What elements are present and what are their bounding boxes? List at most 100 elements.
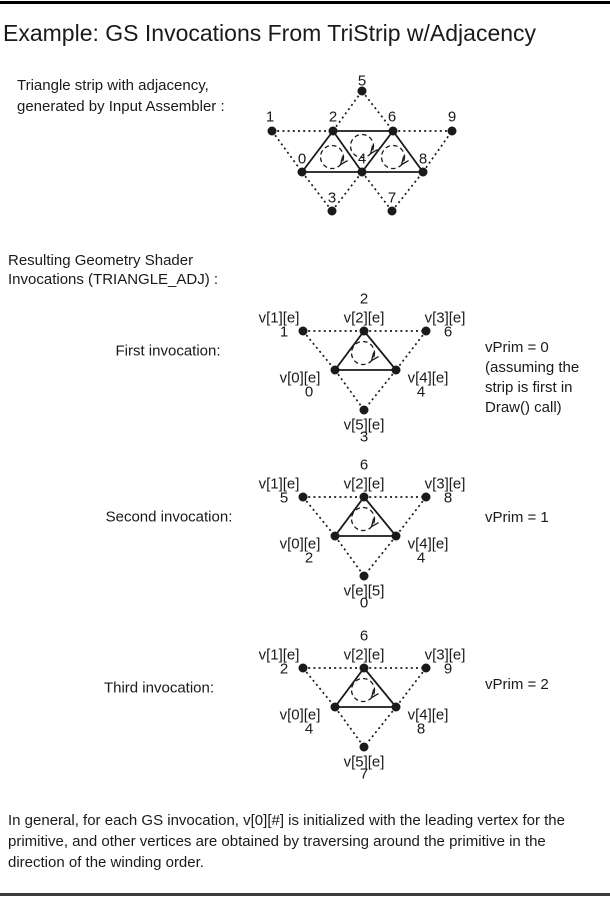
footer-line-1: In general, for each GS invocation, v[0]… (8, 812, 565, 829)
register-label: v[4][e] (407, 535, 449, 553)
register-label: v[1][e] (258, 309, 300, 327)
register-label: v[2][e] (343, 475, 385, 493)
footer-line-3: direction of the winding order. (8, 854, 204, 871)
vertex-index: 1 (279, 323, 289, 341)
vertex-index: 8 (443, 489, 453, 507)
intro-line-1: Triangle strip with adjacency, (17, 77, 209, 94)
invocation-diagram-2: 6 v[1][e] 5 v[2][e] v[3][e] 8 v[0][e] 2 … (250, 457, 470, 617)
strip-vertex-label: 2 (328, 108, 338, 126)
edge-dotted (271, 130, 303, 173)
vertex-index: 0 (304, 383, 314, 401)
footer-paragraph: In general, for each GS invocation, v[0]… (8, 810, 565, 873)
tristrip-adjacency-diagram: 5 1 2 6 9 0 4 8 3 7 (250, 70, 480, 230)
vprim-note-2: vPrim = 1 (485, 508, 549, 528)
vertex-index: 3 (359, 428, 369, 446)
strip-vertex-label: 4 (357, 150, 367, 168)
register-label: v[3][e] (424, 475, 466, 493)
register-label: v[e][5] (343, 582, 385, 600)
top-rule (0, 1, 610, 4)
register-label: v[0][e] (279, 369, 321, 387)
vertex-index: 4 (416, 549, 426, 567)
vertex-dot (387, 206, 397, 216)
strip-vertex-label: 7 (387, 189, 397, 207)
register-label: v[0][e] (279, 535, 321, 553)
edge-dotted (332, 90, 363, 132)
invocation-label-3: Third invocation: (103, 679, 215, 697)
vertex-dot (297, 167, 307, 177)
vertex-index: 0 (359, 594, 369, 612)
register-label: v[1][e] (258, 475, 300, 493)
winding-order-circle-icon (380, 144, 410, 170)
vertex-index: 7 (359, 765, 369, 783)
vertex-dot (327, 206, 337, 216)
strip-vertex-label: 0 (297, 150, 307, 168)
edge-solid (332, 130, 363, 173)
vprim-note-line: Draw() call) (485, 399, 562, 416)
register-label: v[1][e] (258, 646, 300, 664)
strip-solid-edges (301, 130, 424, 173)
vprim-note-1: vPrim = 0 (assuming the strip is first i… (485, 338, 579, 418)
vertex-index: 6 (359, 627, 369, 645)
edge-solid (392, 130, 424, 173)
vertex-dot (357, 86, 367, 96)
intro-text: Triangle strip with adjacency, generated… (17, 75, 225, 117)
strip-vertex-label: 3 (327, 189, 337, 207)
strip-vertex-label: 9 (447, 108, 457, 126)
section-line-1: Resulting Geometry Shader (8, 252, 194, 269)
vertex-dot (267, 126, 277, 136)
invocation-label-2: Second invocation: (105, 508, 233, 526)
vertex-index: 2 (359, 290, 369, 308)
strip-vertex-label: 8 (418, 150, 428, 168)
invocation-diagram-1: 2 v[1][e] 1 v[2][e] v[3][e] 6 v[0][e] 0 … (250, 291, 470, 451)
edge-dotted (422, 130, 453, 173)
register-label: v[2][e] (343, 646, 385, 664)
register-label: v[5][e] (343, 416, 385, 434)
vertex-dot (357, 167, 367, 177)
vertex-index: 8 (416, 720, 426, 738)
vprim-note-3: vPrim = 2 (485, 675, 549, 695)
vertex-index: 5 (279, 489, 289, 507)
strip-vertex-label: 5 (357, 72, 367, 90)
vertex-index: 4 (416, 383, 426, 401)
vprim-value: vPrim = 2 (485, 676, 549, 693)
register-label: v[5][e] (343, 753, 385, 771)
edge-solid (301, 130, 334, 173)
vertex-index: 4 (304, 720, 314, 738)
register-label: v[2][e] (343, 309, 385, 327)
vprim-note-line: strip is first in (485, 379, 573, 396)
invocation-label-1: First invocation: (115, 342, 221, 360)
vprim-note-line: (assuming the (485, 359, 580, 376)
footer-line-2: primitive, and other vertices are obtain… (8, 833, 546, 850)
invocation-diagram-3: 6 v[1][e] 2 v[2][e] v[3][e] 9 v[0][e] 4 … (250, 628, 470, 788)
section-heading: Resulting Geometry Shader Invocations (T… (8, 251, 218, 289)
register-label: v[4][e] (407, 706, 449, 724)
vertex-dot (418, 167, 428, 177)
intro-line-2: generated by Input Assembler : (17, 98, 225, 115)
vertex-index: 9 (443, 660, 453, 678)
vprim-value: vPrim = 0 (485, 339, 549, 356)
vertex-index: 2 (279, 660, 289, 678)
vertex-index: 2 (304, 549, 314, 567)
strip-vertex-label: 1 (265, 108, 275, 126)
vertex-index: 6 (359, 456, 369, 474)
strip-vertex-dots (267, 86, 457, 216)
tristrip-adjacency-svg (267, 86, 457, 216)
edge-dotted (391, 171, 424, 212)
winding-order-circle-icon (319, 144, 349, 170)
register-label: v[3][e] (424, 309, 466, 327)
page-title: Example: GS Invocations From TriStrip w/… (3, 20, 537, 46)
register-label: v[3][e] (424, 646, 466, 664)
section-line-2: Invocations (TRIANGLE_ADJ) : (8, 271, 219, 288)
bottom-rule (0, 893, 610, 896)
strip-dotted-edges (271, 90, 453, 212)
vertex-dot (388, 126, 398, 136)
strip-vertex-label: 6 (387, 108, 397, 126)
vprim-value: vPrim = 1 (485, 509, 549, 526)
vertex-dot (447, 126, 457, 136)
vertex-dot (328, 126, 338, 136)
register-label: v[0][e] (279, 706, 321, 724)
edge-dotted (331, 171, 363, 212)
edge-dotted (361, 90, 394, 132)
register-label: v[4][e] (407, 369, 449, 387)
edge-solid (361, 130, 394, 173)
